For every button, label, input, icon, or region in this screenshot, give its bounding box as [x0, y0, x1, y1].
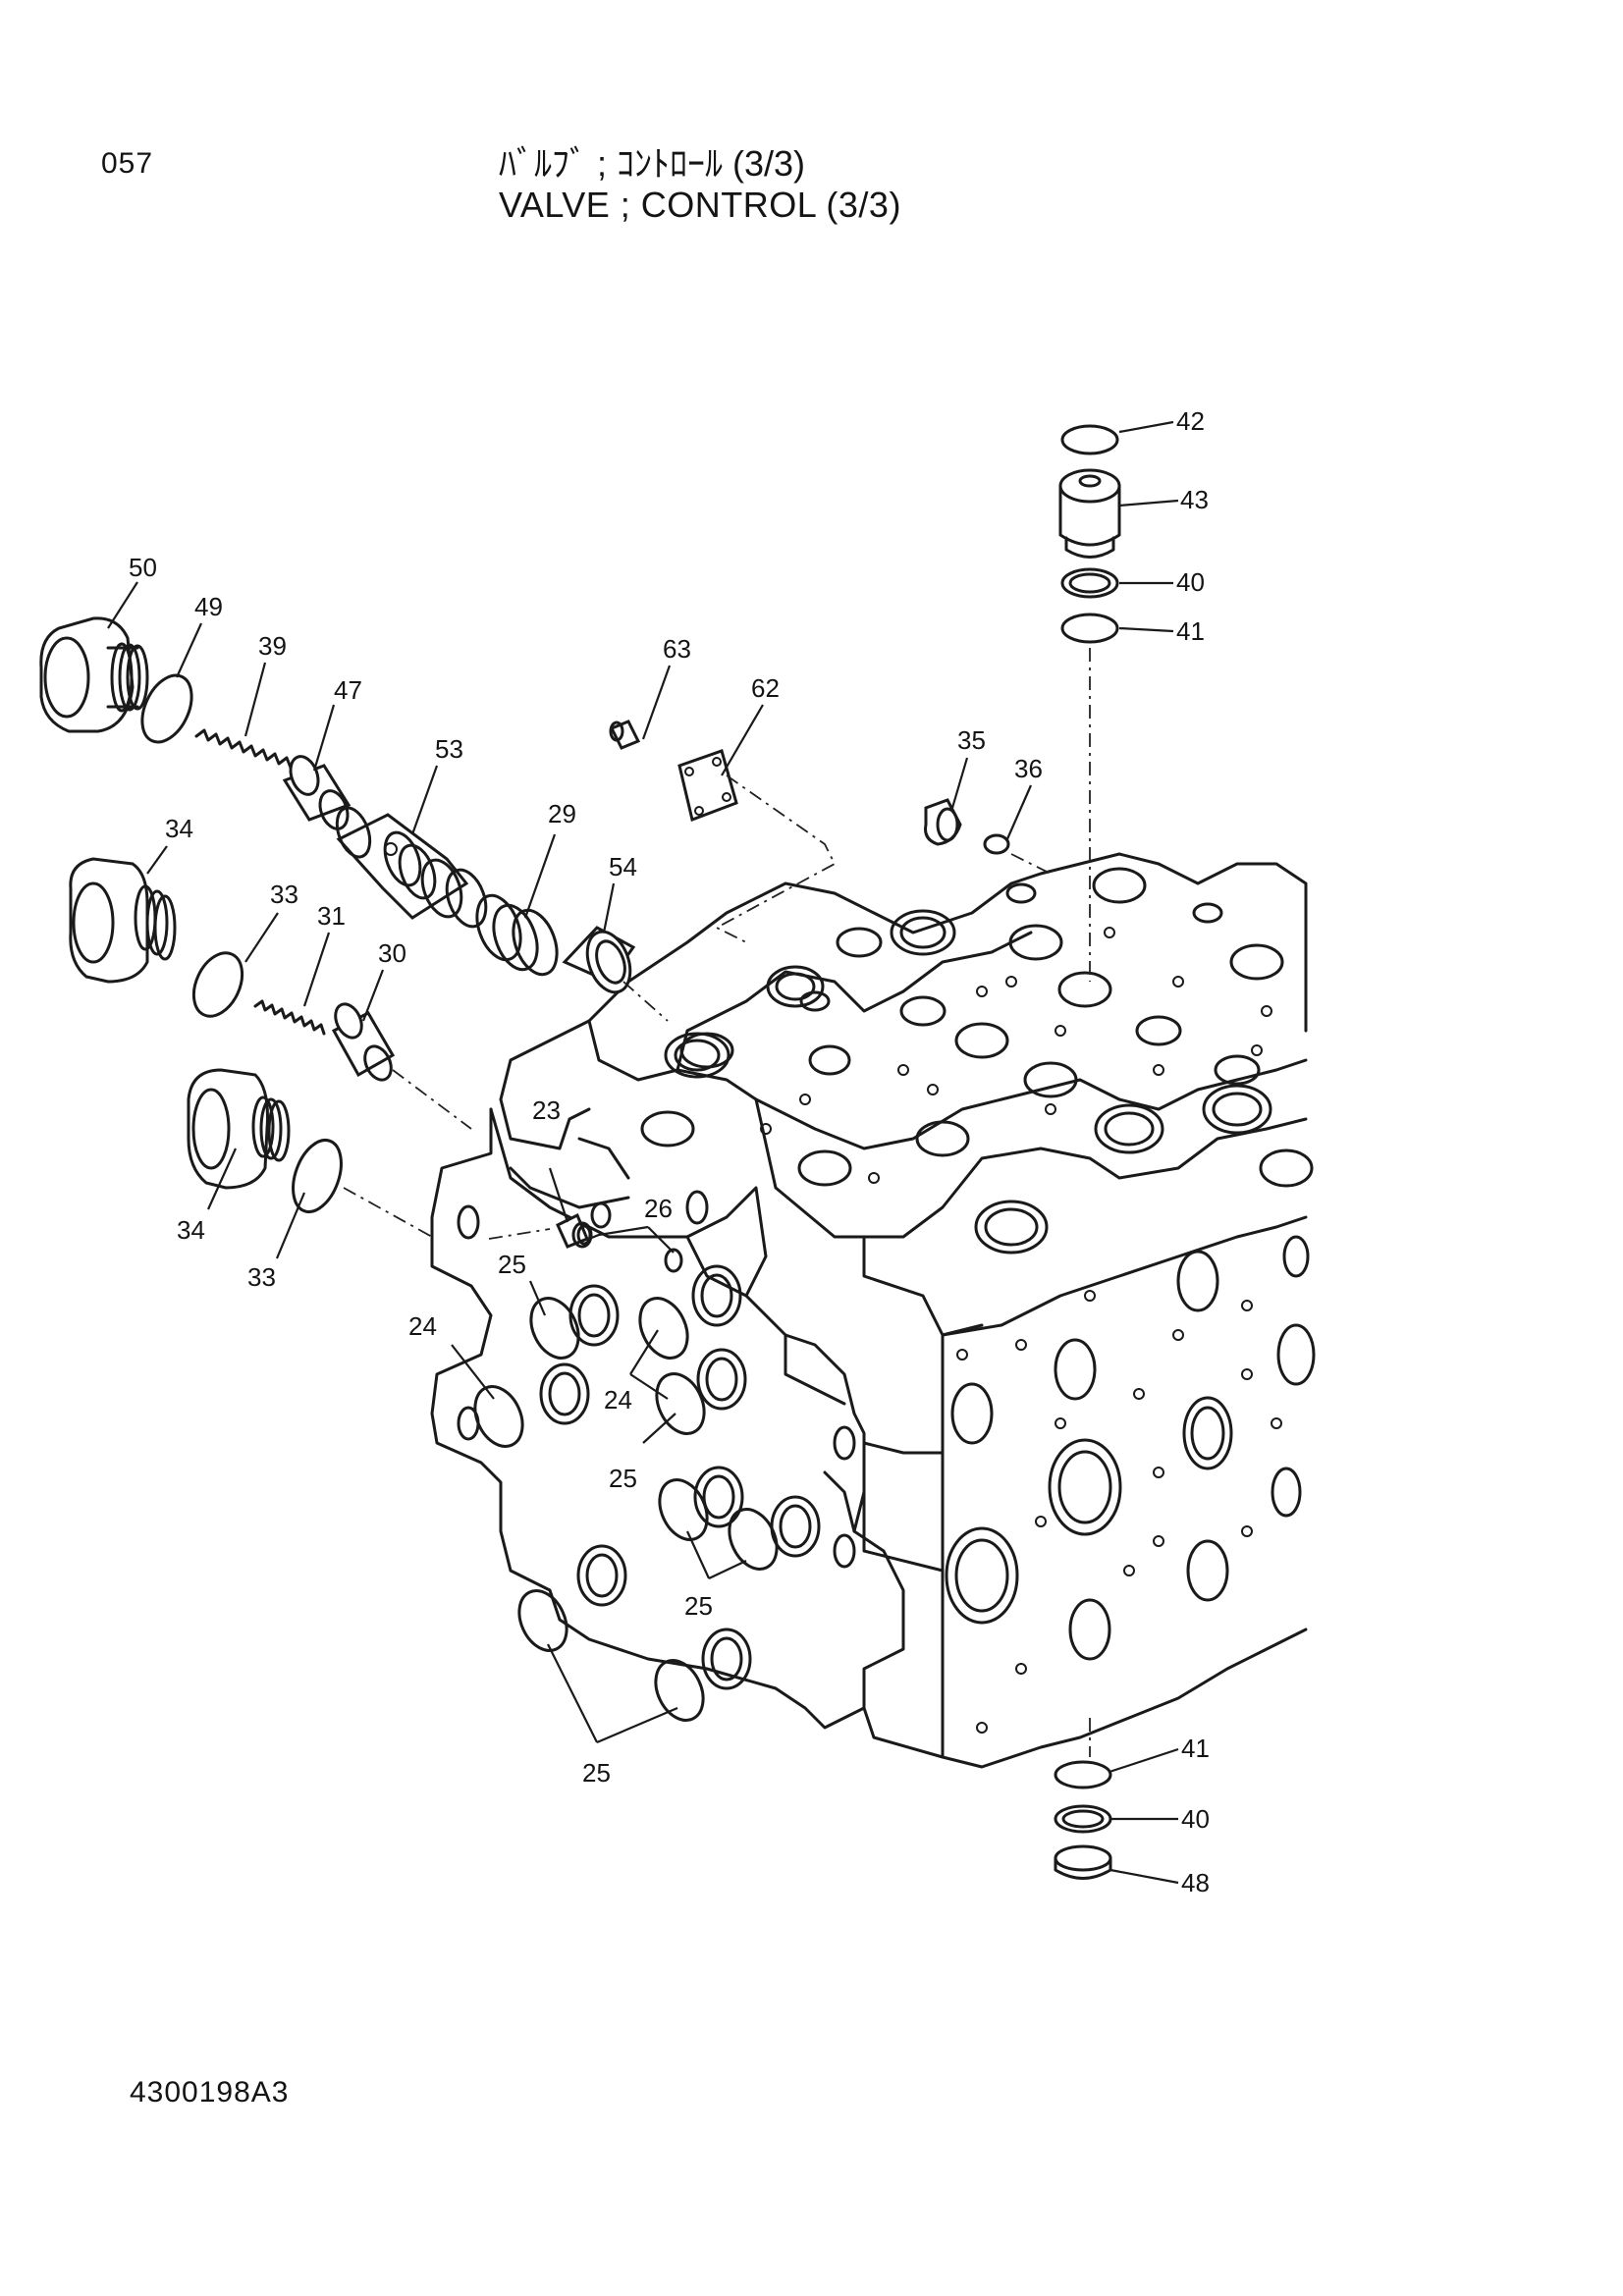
document-code: 4300198A3	[130, 2076, 290, 2109]
bottom-right-parts	[1054, 1718, 1112, 1880]
title-english: VALVE ; CONTROL (3/3)	[499, 185, 901, 225]
callout-40-bottom: 40	[1181, 1804, 1210, 1834]
page-number: 057	[101, 147, 154, 180]
callout-63: 63	[663, 634, 691, 664]
callout-25-mid: 25	[609, 1464, 637, 1493]
callout-34-lower: 34	[177, 1215, 205, 1245]
callout-labels: 42 43 40 41 50 49 39 47 63 62 35 36 53 2…	[129, 406, 1210, 1897]
upper-left-parts	[39, 616, 669, 1022]
callout-25-lower: 25	[684, 1591, 713, 1621]
leader-lines	[107, 420, 1179, 1885]
callout-40-top: 40	[1176, 567, 1205, 597]
middle-left-parts	[69, 857, 472, 1130]
callout-42: 42	[1176, 406, 1205, 436]
callout-26: 26	[644, 1194, 673, 1223]
callout-39: 39	[258, 631, 287, 661]
callout-41-top: 41	[1176, 616, 1205, 646]
callout-43: 43	[1180, 485, 1209, 514]
callout-62: 62	[751, 673, 780, 703]
callout-47: 47	[334, 675, 362, 705]
title-japanese: ﾊﾞﾙﾌﾞ ; ｺﾝﾄﾛｰﾙ (3/3)	[499, 143, 806, 184]
callout-30: 30	[378, 938, 406, 968]
o-rings-left-face	[473, 1297, 779, 1722]
callout-24-left: 24	[408, 1311, 437, 1341]
callout-50: 50	[129, 553, 157, 582]
callout-25-bottom: 25	[582, 1758, 611, 1788]
top-right-parts	[1058, 424, 1121, 982]
callout-41-bottom: 41	[1181, 1734, 1210, 1763]
callout-36: 36	[1014, 754, 1043, 783]
callout-35: 35	[957, 725, 986, 755]
callout-29: 29	[548, 799, 576, 828]
callout-33-upper: 33	[270, 880, 298, 909]
callout-54: 54	[609, 852, 637, 881]
small-parts	[488, 720, 1052, 1273]
callout-48: 48	[1181, 1868, 1210, 1897]
lower-left-parts	[187, 1068, 433, 1238]
callout-25-upper: 25	[498, 1250, 526, 1279]
callout-33-lower: 33	[247, 1262, 276, 1292]
callout-34-upper: 34	[165, 814, 193, 843]
callout-53: 53	[435, 734, 463, 764]
callout-49: 49	[194, 592, 223, 621]
callout-23: 23	[532, 1095, 561, 1125]
callout-31: 31	[317, 901, 346, 931]
valve-body	[430, 852, 1316, 1769]
callout-24-mid: 24	[604, 1385, 632, 1415]
